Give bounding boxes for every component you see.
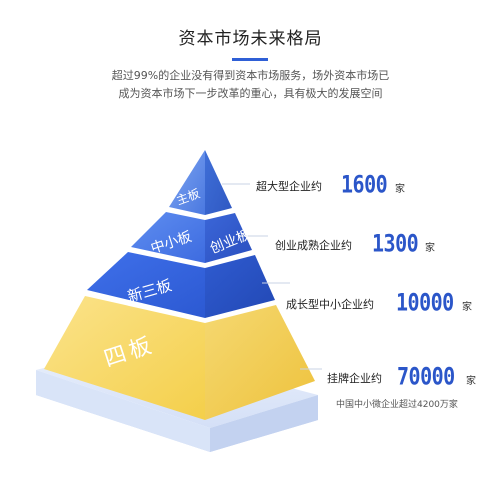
- stat-value: 10000: [396, 287, 454, 317]
- stat-value: 1600: [341, 169, 388, 199]
- tier-one-block: [169, 150, 232, 215]
- stat-unit: 家: [462, 302, 472, 313]
- tier-two-block: [131, 212, 252, 263]
- stat-label: 创业成熟企业约: [275, 239, 352, 252]
- stat-value: 70000: [397, 361, 455, 391]
- stat-label: 成长型中小企业约: [286, 298, 374, 311]
- stat-unit: 家: [425, 243, 435, 254]
- tier-four-block: [44, 296, 315, 420]
- stat-label: 挂牌企业约: [327, 372, 382, 385]
- page-title: 资本市场未来格局: [178, 29, 323, 49]
- stat-unit: 家: [395, 184, 405, 195]
- connector-lines: [222, 183, 322, 370]
- title-underline: [232, 58, 268, 61]
- subtitle-line-1: 超过99%的企业没有得到资本市场服务，场外资本市场已: [111, 69, 390, 82]
- subtitle-line-2: 成为资本市场下一步改革的重心，具有极大的发展空间: [118, 87, 383, 100]
- footnote: 中国中小微企业超过4200万家: [336, 400, 458, 410]
- tier-separators: [85, 208, 277, 323]
- stat-value: 1300: [372, 228, 419, 258]
- stat-unit: 家: [466, 376, 476, 387]
- stat-label: 超大型企业约: [256, 180, 322, 193]
- tier-three-block: [87, 252, 275, 318]
